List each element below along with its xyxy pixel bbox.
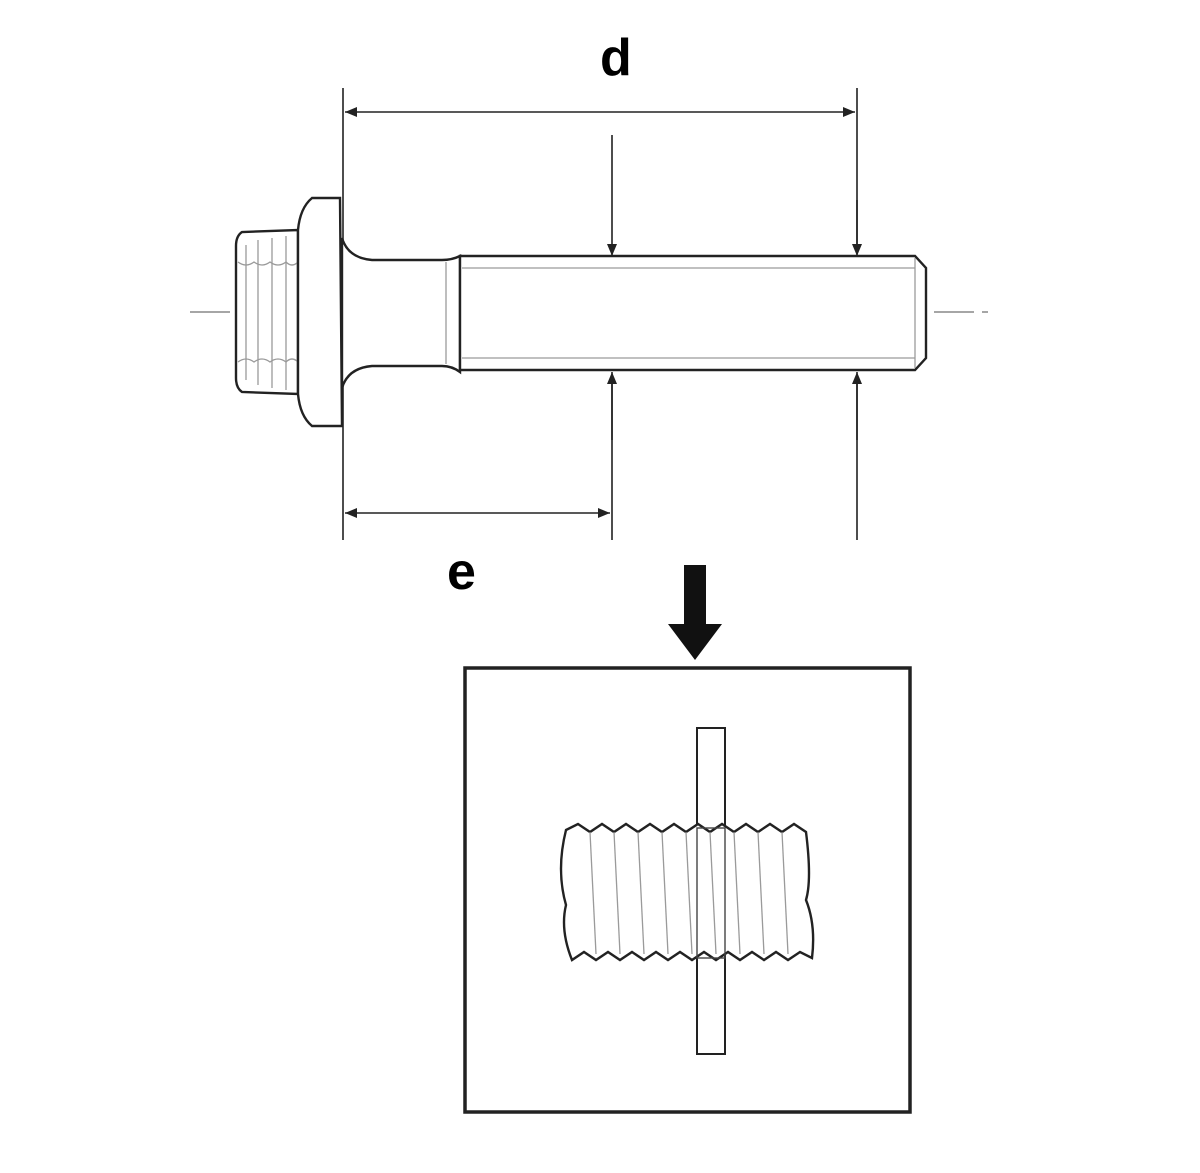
thread-section: [559, 822, 815, 962]
bolt-head-splines: [237, 236, 299, 390]
bolt-flange: [296, 196, 344, 428]
thread-crests: [589, 831, 789, 955]
bolt-icon: [234, 196, 928, 428]
thread-detail-inset: [463, 666, 912, 1114]
diameter-pointers: [607, 135, 862, 440]
bolt-head: [234, 228, 300, 396]
arrow-down-icon: [668, 565, 722, 660]
dimension-label-e: e: [447, 543, 476, 601]
bolt-thread: [458, 254, 928, 372]
dimension-label-d: d: [600, 29, 632, 87]
bolt-shank: [340, 237, 462, 389]
